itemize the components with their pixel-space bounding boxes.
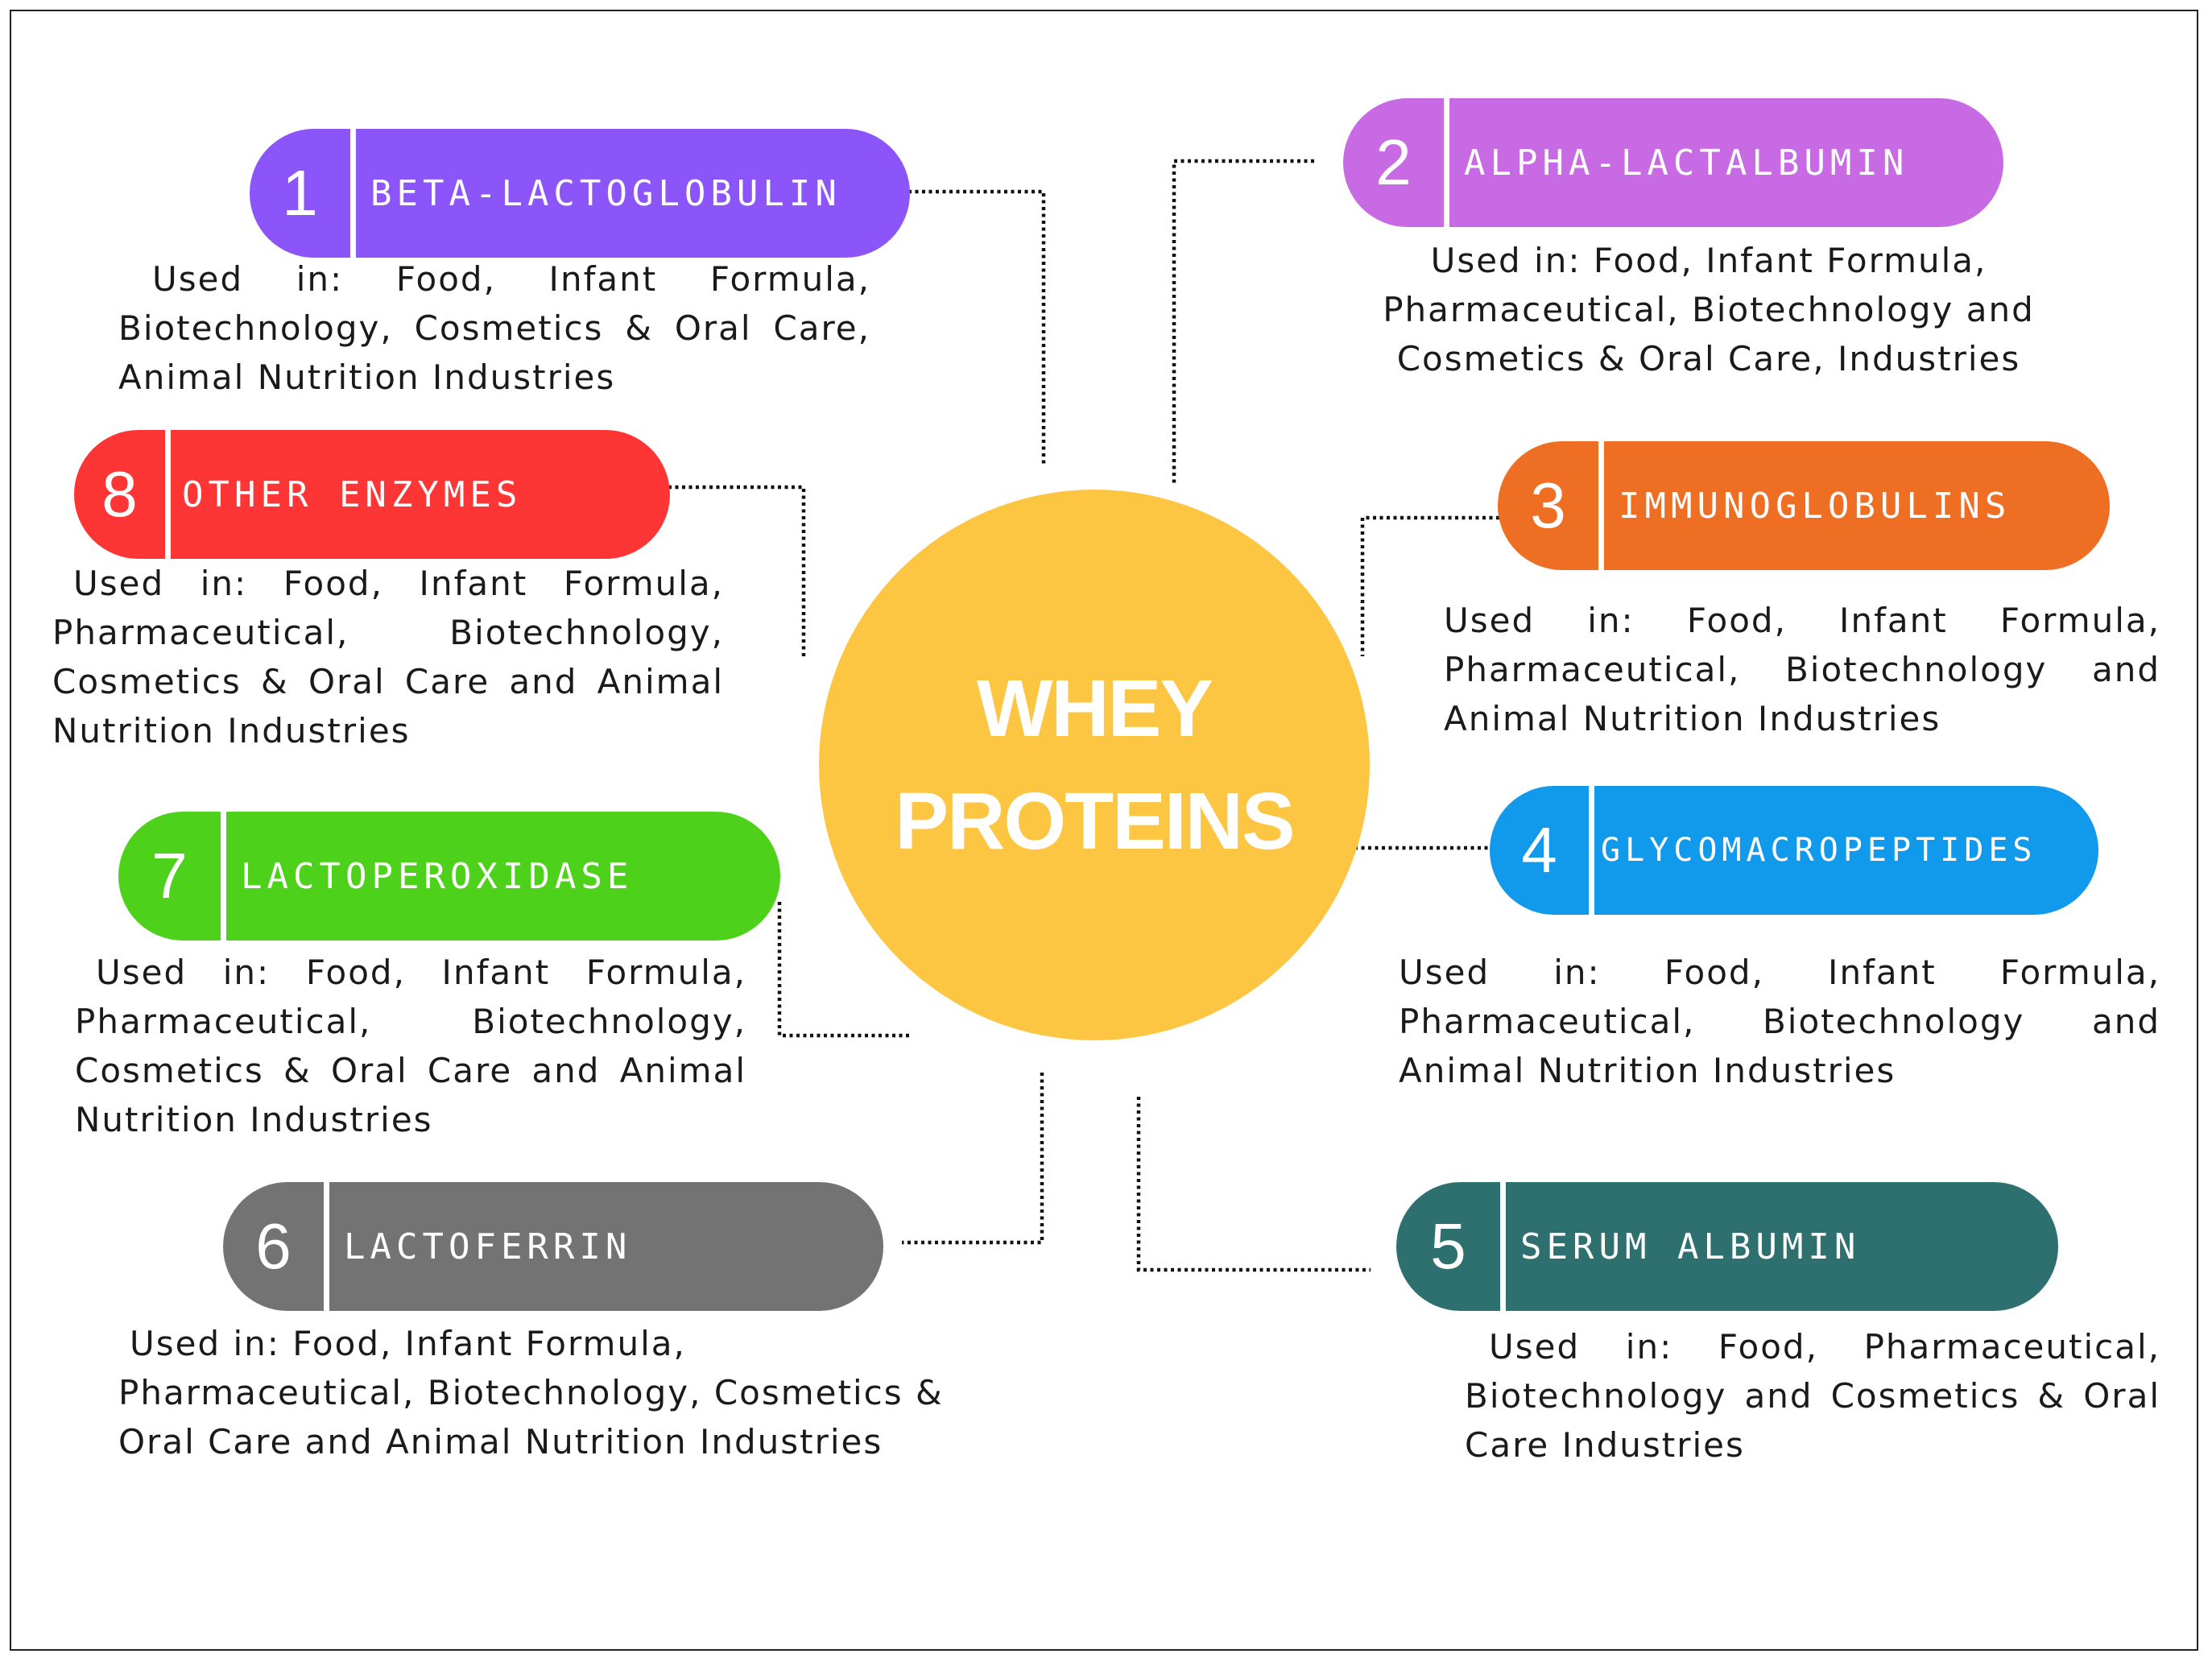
usage-lactoperoxidase: Used in: Food, Infant Formula, Pharmaceu… [75,953,746,1139]
pill-number: 4 [1490,786,1594,915]
connector-immunoglobulins [1360,515,1499,656]
pill-beta-lactoglobulin: 1 BETA-LACTOGLOBULIN [250,129,910,258]
pill-glycomacropeptides: 4 GLYCOMACROPEPTIDES [1490,786,2098,915]
pill-number: 7 [118,812,226,941]
pill-label: SERUM ALBUMIN [1520,1226,1861,1267]
pill-number: 5 [1396,1182,1506,1311]
pill-other-enzymes: 8 OTHER ENZYMES [74,430,670,559]
pill-number: 3 [1498,441,1604,570]
usage-alpha-lactalbumin: Used in: Food, Infant Formula, Pharmaceu… [1383,241,2035,378]
pill-label: ALPHA-LACTALBUMIN [1464,142,1909,184]
center-title-line-2: PROTEINS [895,776,1295,866]
pill-lactoferrin: 6 LACTOFERRIN [223,1182,883,1311]
usage-glycomacropeptides: Used in: Food, Infant Formula, Pharmaceu… [1399,953,2160,1090]
connector-other-enzymes [668,485,806,656]
pill-number: 1 [250,129,356,258]
pill-number: 8 [74,430,171,559]
pill-lactoperoxidase: 7 LACTOPEROXIDASE [118,812,780,941]
pill-immunoglobulins: 3 IMMUNOGLOBULINS [1498,441,2110,570]
connector-alpha-lactalbumin [1172,159,1314,483]
pill-serum-albumin: 5 SERUM ALBUMIN [1396,1182,2058,1311]
pill-label: IMMUNOGLOBULINS [1619,485,2011,527]
pill-number: 2 [1343,98,1449,227]
usage-beta-lactoglobulin: Used in: Food, Infant Formula, Biotechno… [118,259,870,397]
connector-lactoperoxidase [777,902,910,1038]
pill-number: 6 [223,1182,329,1311]
connector-serum-albumin [1136,1097,1371,1272]
usage-lactoferrin: Used in: Food, Infant Formula, Pharmaceu… [118,1324,944,1461]
usage-other-enzymes: Used in: Food, Infant Formula, Pharmaceu… [52,564,724,750]
usage-serum-albumin: Used in: Food, Pharmaceutical, Biotechno… [1465,1327,2160,1465]
usage-immunoglobulins: Used in: Food, Infant Formula, Pharmaceu… [1444,601,2160,738]
connector-beta-lactoglobulin [908,189,1046,467]
pill-label: OTHER ENZYMES [182,473,523,515]
center-title-line-1: WHEY [977,664,1213,754]
diagram-frame [10,10,2198,1651]
pill-label: GLYCOMACROPEPTIDES [1601,832,2037,869]
connector-lactoferrin [902,1073,1044,1245]
pill-label: LACTOPEROXIDASE [241,855,634,897]
pill-alpha-lactalbumin: 2 ALPHA-LACTALBUMIN [1343,98,2003,227]
pill-label: BETA-LACTOGLOBULIN [370,172,841,214]
whey-proteins-circle: WHEY PROTEINS [819,490,1370,1040]
pill-label: LACTOFERRIN [344,1226,632,1267]
